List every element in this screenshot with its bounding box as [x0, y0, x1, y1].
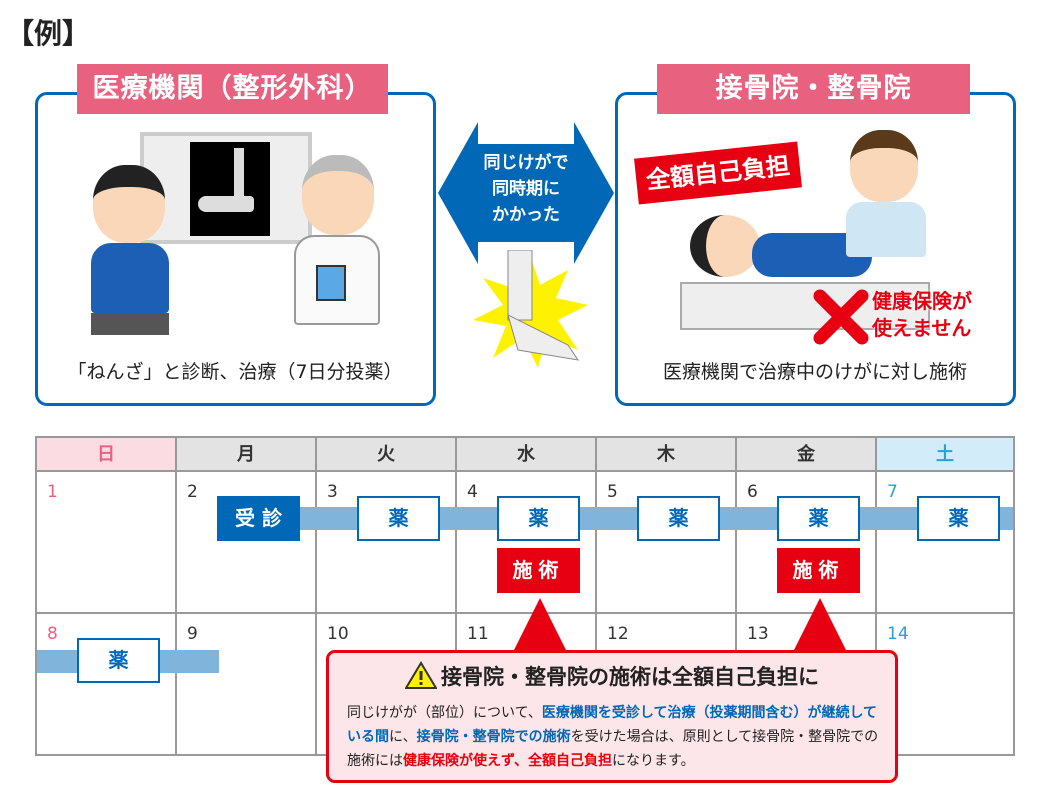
callout-text-segment: 接骨院・整骨院での施術 [416, 729, 571, 745]
warning-callout: 接骨院・整骨院の施術は全額自己負担に 同じけがが（部位）について、医療機関を受診… [326, 650, 898, 783]
practitioner-illustration [840, 130, 930, 260]
day-number: 6 [747, 482, 758, 502]
medicine-box: 薬 [497, 496, 580, 541]
xray-board-illustration [140, 132, 312, 244]
doctor-illustration [290, 155, 385, 335]
day-number: 5 [607, 482, 618, 502]
page-heading: 【例】 [6, 17, 91, 50]
callout-text-segment: になります。 [612, 753, 695, 769]
arrow-line: かかった [492, 205, 560, 225]
day-number: 14 [887, 624, 909, 644]
day-number: 13 [747, 624, 769, 644]
callout-body: 同じけがが（部位）について、医療機関を受診して治療（投薬期間含む）が継続している… [347, 701, 879, 773]
callout-text-segment: 健康保険が使えず、全額自己負担 [403, 753, 613, 769]
day-number: 3 [327, 482, 338, 502]
arrow-line: 同じけがで [483, 153, 569, 173]
warning-icon [404, 661, 438, 689]
medicine-box: 薬 [917, 496, 1000, 541]
injured-foot-illustration [473, 250, 588, 368]
weekday-wednesday: 水 [457, 438, 597, 472]
callout-text-segment: を受けた場合は、原則として接骨院・整骨院での施術には [347, 729, 879, 769]
day-number: 12 [607, 624, 629, 644]
callout-text-segment: 医療機関を受診して治療（投薬期間含む）が継続している間 [347, 705, 878, 745]
day-number: 8 [47, 624, 58, 644]
osteopathic-clinic-title: 接骨院・整骨院 [657, 64, 970, 114]
treatment-box: 施術 [777, 548, 860, 593]
warning-line: 健康保険が [872, 289, 972, 313]
day-number: 9 [187, 624, 198, 644]
arrow-line: 同時期に [492, 179, 560, 199]
day-number: 1 [47, 482, 58, 502]
warning-line: 使えません [872, 316, 972, 340]
medical-institution-caption: 「ねんざ」と診断、治療（7日分投薬） [67, 361, 403, 383]
treatment-table-illustration [680, 282, 930, 330]
medicine-box: 薬 [357, 496, 440, 541]
treatment-period-band [217, 507, 1013, 530]
double-arrow-icon [438, 122, 614, 264]
weekday-sunday: 日 [37, 438, 177, 472]
medicine-box: 薬 [777, 496, 860, 541]
day-number: 4 [467, 482, 478, 502]
weekday-monday: 月 [177, 438, 317, 472]
callout-pointer [512, 598, 568, 654]
insurance-not-usable-warning: 健康保険が 使えません [872, 288, 972, 342]
visit-box: 受 診 [217, 496, 300, 541]
callout-text-segment: 同じけがが（部位）について、 [347, 705, 542, 721]
callout-title: 接骨院・整骨院の施術は全額自己負担に [441, 665, 819, 689]
same-injury-text: 同じけがで 同時期に かかった [478, 150, 574, 228]
treatment-box: 施術 [497, 548, 580, 593]
day-number: 2 [187, 482, 198, 502]
medical-institution-title: 医療機関（整形外科） [77, 64, 388, 114]
weekday-saturday: 土 [877, 438, 1013, 472]
callout-text-segment: に、 [389, 729, 417, 745]
weekday-tuesday: 火 [317, 438, 457, 472]
day-number: 10 [327, 624, 349, 644]
osteopathic-clinic-caption: 医療機関で治療中のけがに対し施術 [662, 361, 967, 383]
weekday-friday: 金 [737, 438, 877, 472]
day-number: 7 [887, 482, 898, 502]
medicine-box: 薬 [637, 496, 720, 541]
medicine-box: 薬 [77, 638, 160, 683]
cross-icon [813, 289, 869, 345]
calendar: 日 月 火 水 木 金 土 1 2 3 4 5 6 7 8 9 10 11 12… [35, 436, 1015, 756]
patient-illustration [85, 165, 175, 340]
callout-pointer [792, 598, 848, 654]
weekday-thursday: 木 [597, 438, 737, 472]
day-number: 11 [467, 624, 489, 644]
